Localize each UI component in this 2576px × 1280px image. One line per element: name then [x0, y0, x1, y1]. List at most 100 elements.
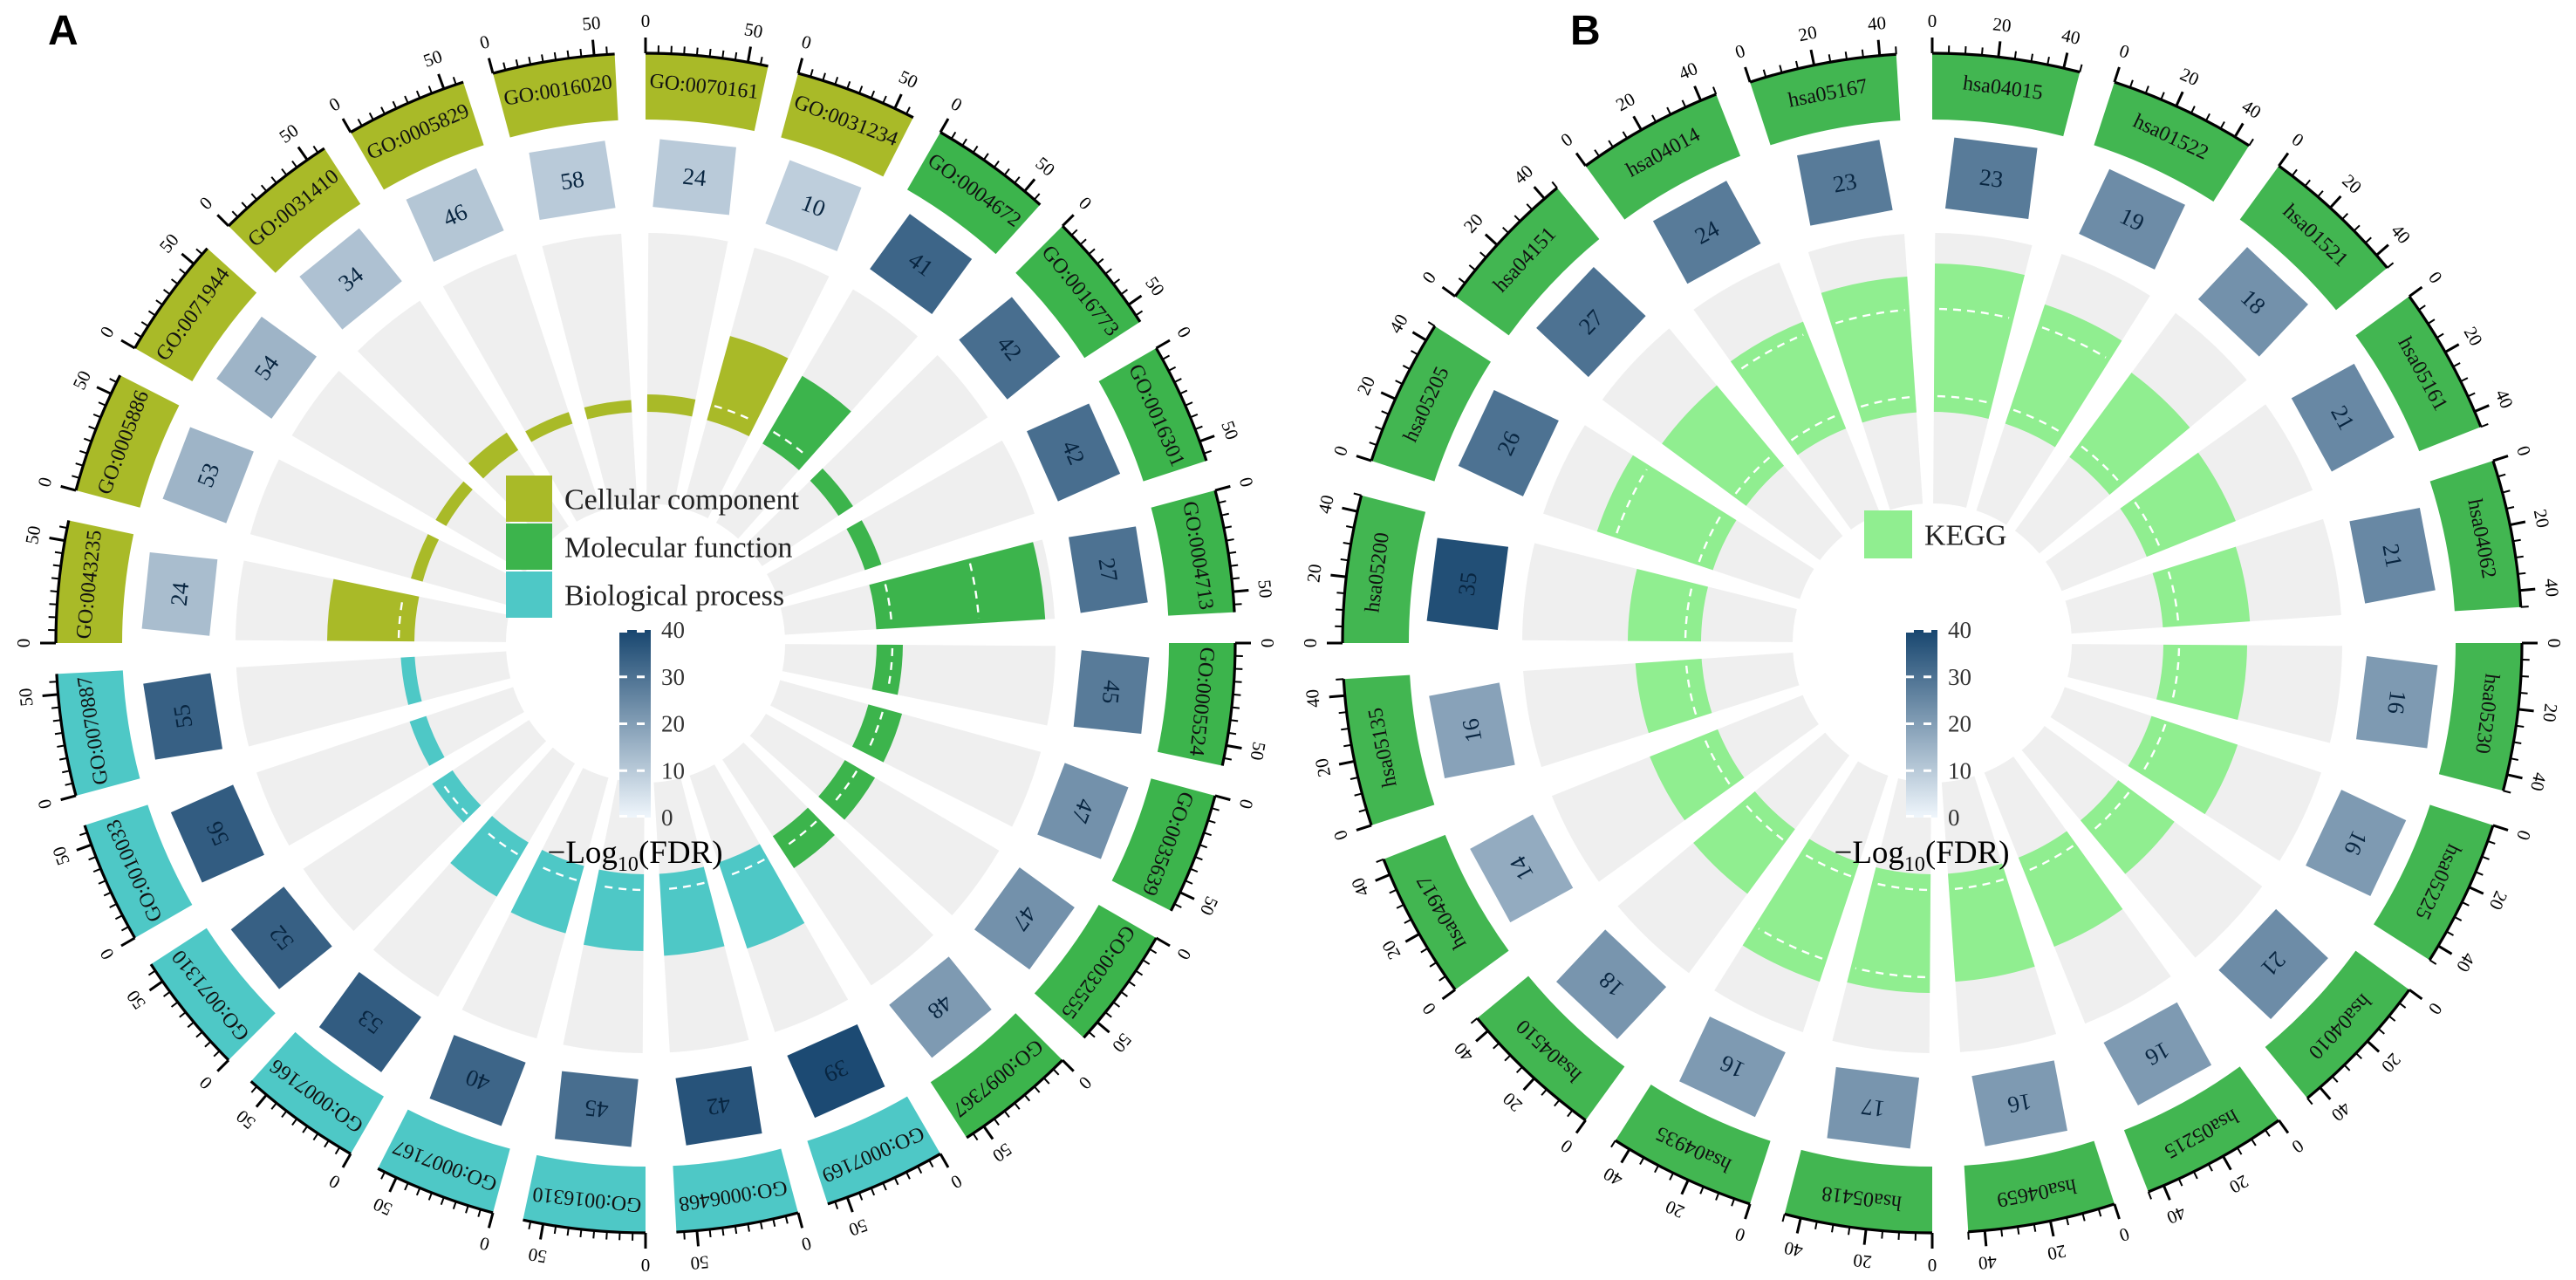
- major-tick: [2409, 285, 2423, 298]
- sector-band: [2239, 166, 2388, 311]
- minor-tick: [162, 289, 171, 296]
- major-tick: [255, 1093, 268, 1108]
- minor-tick: [2341, 213, 2349, 220]
- count-box-group: 18: [1556, 929, 1667, 1039]
- background-wedge: [782, 644, 1056, 726]
- minor-tick: [1226, 538, 1234, 542]
- value-bar: [468, 432, 519, 479]
- background-wedge: [744, 354, 988, 566]
- bar-guide-dash: [483, 829, 519, 856]
- minor-tick: [452, 77, 457, 86]
- colorbar-tick-dash: [1923, 630, 1931, 633]
- major-tick: [1744, 1203, 1752, 1220]
- count-value: 17: [1860, 1093, 1887, 1122]
- minor-tick: [1070, 229, 1078, 236]
- minor-tick: [1079, 238, 1087, 246]
- count-box-group: 10: [765, 160, 862, 251]
- count-box: [2306, 790, 2407, 896]
- minor-tick: [162, 990, 171, 997]
- minor-tick: [553, 51, 557, 61]
- minor-tick: [2418, 305, 2426, 311]
- tick-label: 40: [1347, 874, 1373, 900]
- bar-guide-dash: [884, 584, 893, 626]
- minor-tick: [187, 1021, 195, 1029]
- tick-label: 20: [1353, 373, 1380, 398]
- sector-band: [493, 53, 618, 138]
- bar-guide-dash: [2134, 501, 2162, 549]
- minor-tick: [2518, 572, 2526, 575]
- major-tick: [1680, 1179, 1690, 1195]
- sector-axis-arc: [1155, 347, 1208, 462]
- tick-label: 40: [1867, 12, 1887, 35]
- minor-tick: [1964, 46, 1967, 55]
- minor-tick: [858, 86, 864, 94]
- minor-tick: [1353, 492, 1362, 496]
- tick-label: 0: [1172, 323, 1195, 341]
- value-bar: [2005, 304, 2122, 448]
- major-tick: [796, 1212, 804, 1229]
- minor-tick: [1369, 441, 1377, 447]
- count-box: [162, 427, 254, 524]
- minor-tick: [1227, 551, 1237, 555]
- minor-tick: [62, 770, 71, 774]
- sector-band: [2123, 1066, 2279, 1192]
- minor-tick: [195, 248, 203, 256]
- sector-axis-arc: [2408, 295, 2483, 428]
- major-tick: [120, 339, 136, 350]
- major-tick: [2113, 1203, 2121, 1220]
- count-box: [143, 673, 223, 760]
- count-box: [318, 972, 421, 1072]
- minor-tick: [1515, 1066, 1523, 1073]
- count-box: [974, 867, 1075, 970]
- minor-tick: [982, 153, 989, 161]
- tick-label: 0: [2544, 639, 2565, 648]
- count-box: [1827, 1066, 1920, 1149]
- sector-band: [1932, 53, 2081, 137]
- major-tick: [2492, 455, 2509, 462]
- tick-label: 50: [370, 1194, 395, 1221]
- tick-label: 20: [2226, 1171, 2252, 1198]
- major-tick: [1575, 152, 1587, 167]
- minor-tick: [1128, 980, 1136, 987]
- minor-tick: [2190, 106, 2196, 114]
- panel-b: hsa05200hsa05205hsa04151hsa04014hsa05167…: [1300, 10, 2565, 1276]
- major-tick: [60, 484, 77, 492]
- minor-tick: [1762, 69, 1767, 78]
- major-tick: [2048, 1220, 2055, 1237]
- minor-tick: [1389, 888, 1397, 894]
- minor-tick: [368, 112, 374, 120]
- minor-tick: [427, 86, 433, 94]
- count-box-group: 48: [889, 956, 992, 1058]
- tick-label: 50: [988, 1139, 1015, 1167]
- minor-tick: [1608, 140, 1614, 148]
- count-box-group: 21: [2291, 363, 2395, 472]
- minor-tick: [1135, 310, 1144, 317]
- value-bar: [450, 816, 529, 897]
- count-box: [2079, 168, 2185, 270]
- minor-tick: [1343, 743, 1352, 748]
- minor-tick: [2204, 113, 2210, 121]
- minor-tick: [270, 176, 277, 184]
- minor-tick: [1162, 354, 1171, 360]
- minor-tick: [2317, 190, 2324, 198]
- major-tick: [1533, 186, 1546, 200]
- minor-tick: [1967, 1231, 1970, 1240]
- sector-axis-arc: [74, 374, 122, 491]
- value-bar: [1821, 276, 1917, 423]
- minor-tick: [404, 1182, 409, 1191]
- minor-tick: [2452, 362, 2461, 368]
- major-tick: [2518, 708, 2534, 713]
- minor-tick: [415, 90, 421, 99]
- count-value: 45: [584, 1095, 610, 1124]
- sector-axis-arc: [83, 825, 136, 939]
- minor-tick: [88, 856, 97, 861]
- sector-axis-arc: [227, 147, 325, 228]
- colorbar-tick-dash: [1906, 675, 1914, 679]
- tick-label: 0: [2512, 443, 2535, 458]
- major-tick: [2162, 1185, 2171, 1201]
- minor-tick: [2353, 224, 2361, 232]
- minor-tick: [465, 1205, 469, 1214]
- minor-tick: [49, 603, 58, 606]
- sector-band: [1455, 188, 1600, 336]
- minor-tick: [2398, 1002, 2407, 1009]
